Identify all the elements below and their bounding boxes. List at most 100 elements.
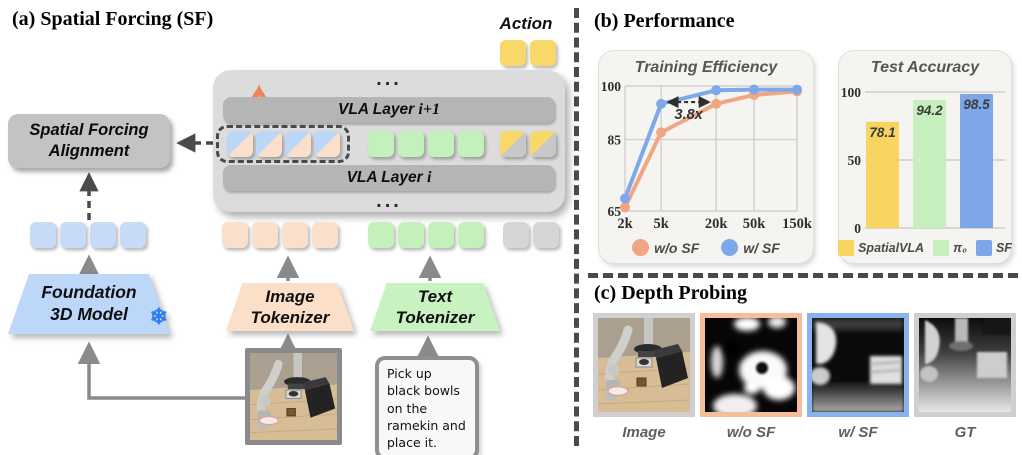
annotation-label: 3.8x (675, 107, 704, 123)
arrow-image-to-foundation (77, 341, 245, 400)
aligned-token-group (216, 125, 350, 163)
legend-item: SpatialVLA (838, 240, 924, 256)
text-token (398, 131, 424, 157)
y-tick-label: 0 (854, 221, 861, 236)
series-line (623, 89, 799, 210)
bar (913, 99, 946, 228)
foundation-label-line1: Foundation (41, 282, 137, 303)
x-tick-label: 2k (617, 216, 633, 232)
legend-item: w/ SF (721, 239, 780, 256)
depth-label-wo-sf: w/o SF (726, 424, 776, 441)
y-tick-label: 100 (841, 85, 862, 100)
bar-chart-legend: SpatialVLA π₀ SF (838, 240, 1012, 256)
legend-label: SpatialVLA (858, 241, 925, 255)
x-tick-label: 50k (743, 216, 767, 232)
dots-bottom: ... (376, 190, 402, 212)
bar (866, 121, 899, 228)
text-token (458, 222, 484, 248)
action-token (500, 40, 526, 66)
instruction-box: Pick up black bowls on the ramekin and p… (375, 356, 479, 455)
text-token (458, 131, 484, 157)
line-chart-title: Training Efficiency (634, 59, 778, 76)
aligned-token (226, 131, 253, 157)
data-point (711, 98, 722, 109)
legend-swatch (933, 240, 950, 256)
depth-label-image: Image (622, 424, 666, 441)
panel-a-title: (a) Spatial Forcing (SF) (12, 8, 214, 30)
text-token-row-hidden (368, 131, 484, 157)
y-tick-label: 85 (608, 133, 622, 148)
depth-label-gt: GT (954, 424, 976, 441)
3d-token-row (30, 222, 146, 248)
depth-tile-w-sf (807, 313, 909, 417)
vla-layer-top-label: VLA Layer (338, 101, 419, 118)
y-tick-label: 65 (608, 204, 622, 219)
legend-swatch (721, 239, 739, 256)
3d-token (90, 222, 116, 248)
aligned-token (313, 131, 340, 157)
legend-swatch (632, 239, 650, 256)
legend-item: SF (975, 240, 1012, 256)
3d-token (30, 222, 56, 248)
y-tick-label: 100 (601, 79, 622, 94)
image-token (282, 222, 308, 248)
horizontal-divider (588, 273, 1018, 278)
image-tokenizer-line1: Image (265, 286, 315, 306)
depth-tile-gt (914, 313, 1016, 417)
panel-a-connectors (77, 133, 442, 400)
spatial-forcing-alignment-box: Spatial Forcing Alignment (8, 114, 170, 168)
depth-label-w-sf: w/ SF (838, 424, 878, 441)
solid-arrows (77, 254, 442, 400)
action-token-split (500, 131, 526, 157)
data-point (656, 127, 667, 138)
image-token (222, 222, 248, 248)
text-token (428, 131, 454, 157)
data-point (620, 193, 630, 204)
action-token (530, 40, 556, 66)
foundation-3d-model: Foundation 3D Model ❄ (8, 274, 170, 334)
x-tick-label: 150k (782, 216, 813, 232)
bar-value-label: 94.2 (916, 103, 943, 118)
text-token (428, 222, 454, 248)
depth-tile-image (593, 313, 695, 417)
data-point (620, 202, 630, 213)
data-point (792, 84, 802, 95)
image-tokenizer: Image Tokenizer (226, 283, 354, 331)
panel-b-title: (b) Performance (594, 10, 735, 32)
placeholder-token (533, 222, 559, 248)
image-token (312, 222, 338, 248)
3d-token (120, 222, 146, 248)
data-point (749, 84, 759, 95)
vla-layer-bottom-index: i (426, 169, 432, 186)
text-token-row (368, 222, 484, 248)
vla-layer-bottom-label: VLA Layer (346, 169, 427, 186)
dashed-arrows (79, 133, 213, 220)
action-token-row-hidden (500, 131, 556, 157)
legend-label: w/ SF (743, 239, 780, 256)
vla-layer-bottom: VLA Layer i (223, 165, 555, 191)
legend-label: w/o SF (654, 239, 700, 256)
image-token (252, 222, 278, 248)
legend-swatch (975, 240, 992, 256)
line-chart-legend: w/o SF w/ SF (599, 239, 813, 256)
x-tick-label: 20k (705, 216, 729, 232)
vla-block: ... VLA Layer i+1 VLA Layer i ... (213, 69, 565, 212)
y-tick-label: 50 (848, 153, 862, 168)
legend-swatch (838, 240, 855, 256)
bar (960, 94, 993, 228)
foundation-label-line2: 3D Model (50, 304, 128, 324)
action-label: Action (499, 14, 553, 33)
legend-label: π₀ (953, 241, 967, 255)
depth-tile-wo-sf (700, 313, 802, 417)
legend-label: SF (995, 241, 1012, 255)
text-tokenizer-line2: Tokenizer (395, 308, 475, 327)
data-point (656, 98, 667, 109)
bar-value-label: 98.5 (963, 97, 990, 112)
action-token-row (500, 40, 556, 66)
snowflake-icon: ❄ (149, 304, 168, 329)
text-token (368, 222, 394, 248)
text-token (368, 131, 394, 157)
text-token (398, 222, 424, 248)
